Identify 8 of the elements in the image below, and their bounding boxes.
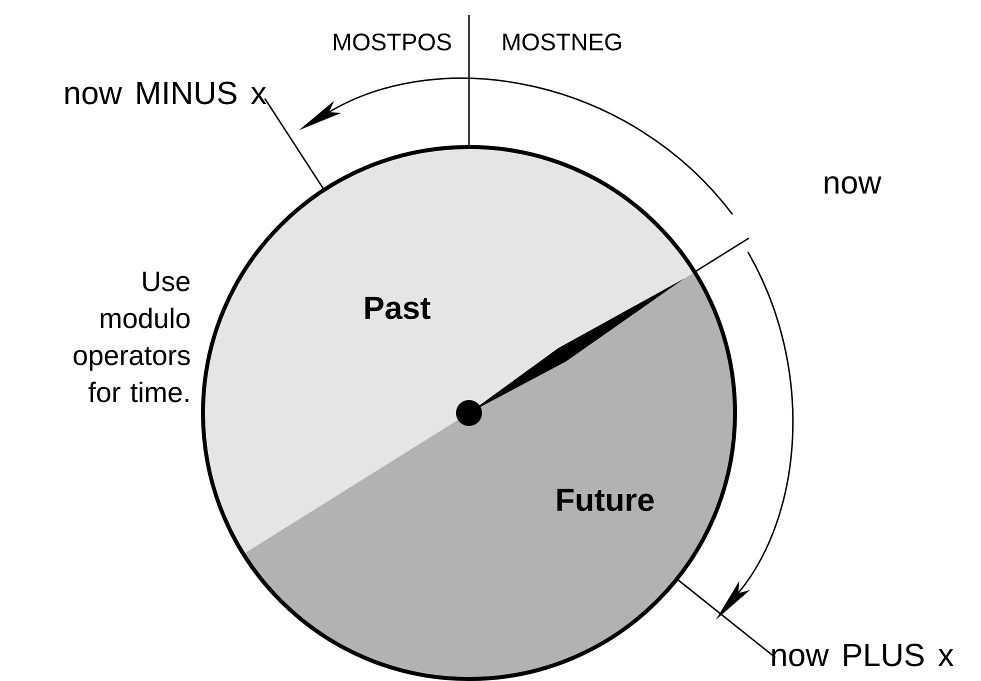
time-label: MOSTNEG <box>503 34 621 50</box>
sector-label: Future <box>557 488 654 512</box>
time-label: now PLUS x <box>772 644 954 666</box>
sector-label: Past <box>365 296 430 320</box>
time-label: MOSTPOS <box>334 34 451 50</box>
side-note: Use modulo operators for time. <box>74 272 190 402</box>
time-label: now <box>824 176 882 194</box>
time-label: now MINUS x <box>65 82 266 104</box>
